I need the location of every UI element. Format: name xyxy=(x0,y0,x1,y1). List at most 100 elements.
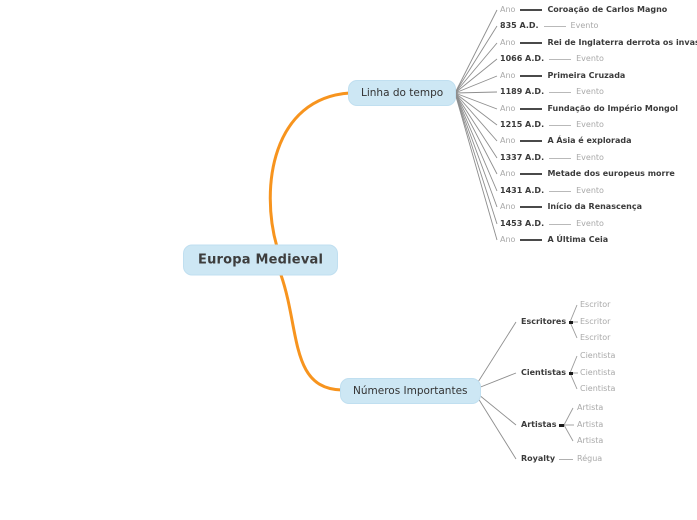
category-artistas[interactable]: Artistas xyxy=(517,420,564,430)
fan-line xyxy=(454,92,498,175)
leader-line xyxy=(549,157,572,159)
timeline-row[interactable]: Ano Rei de Inglaterra derrota os invasore… xyxy=(500,38,697,48)
leaf-node[interactable]: Escritor xyxy=(580,333,611,342)
stub-line xyxy=(559,423,564,427)
timeline-row[interactable]: 1431 A.D. Evento xyxy=(500,186,604,196)
timeline-row-label: Ano xyxy=(500,169,516,178)
fan-line xyxy=(454,75,498,94)
timeline-row[interactable]: Ano A Última Ceia xyxy=(500,235,608,245)
leaf-node[interactable]: Cientista xyxy=(580,384,616,393)
category-cientistas[interactable]: Cientistas xyxy=(517,368,574,378)
timeline-row-label: Ano xyxy=(500,235,516,244)
timeline-row-value: A Última Ceia xyxy=(547,235,609,244)
timeline-row-value: Evento xyxy=(576,120,604,129)
leaf-node[interactable]: Escritor xyxy=(580,317,611,326)
leader-line xyxy=(520,239,543,241)
fan-line xyxy=(454,91,498,94)
fan-line xyxy=(454,92,498,142)
leader-line xyxy=(520,173,543,175)
leaf-node[interactable]: Cientista xyxy=(580,368,616,377)
timeline-row-value: Coroação de Carlos Magno xyxy=(547,5,668,14)
timeline-row[interactable]: 1189 A.D. Evento xyxy=(500,87,604,97)
timeline-row-label: 1453 A.D. xyxy=(500,219,545,228)
branch-node-numeros-importantes[interactable]: Números Importantes xyxy=(340,378,481,404)
timeline-row-label: Ano xyxy=(500,38,516,47)
timeline-row-value: Evento xyxy=(576,186,604,195)
branch-curve-timeline xyxy=(268,91,352,249)
fan-line xyxy=(454,9,498,94)
fan-line xyxy=(454,92,498,159)
fan-line xyxy=(454,92,498,126)
timeline-row-label: Ano xyxy=(500,136,516,145)
fan-line xyxy=(569,372,578,390)
category-label: Royalty xyxy=(521,454,556,463)
stub-line xyxy=(569,320,574,324)
timeline-row-value: Evento xyxy=(576,87,604,96)
stub-line xyxy=(569,371,574,375)
timeline-row-value: Evento xyxy=(576,153,604,162)
leader-line xyxy=(520,108,543,110)
timeline-row[interactable]: Ano A Ásia é explorada xyxy=(500,136,632,146)
leaf-node[interactable]: Artista xyxy=(577,403,604,412)
leader-line xyxy=(520,140,543,142)
timeline-row-value: Primeira Cruzada xyxy=(547,71,626,80)
leaf-node[interactable]: Régua xyxy=(577,454,603,463)
timeline-row-value: Início da Renascença xyxy=(547,202,642,211)
leaf-node[interactable]: Cientista xyxy=(580,351,616,360)
fan-line xyxy=(454,92,498,192)
timeline-row[interactable]: Ano Coroação de Carlos Magno xyxy=(500,5,667,15)
category-label: Artistas xyxy=(521,420,557,429)
timeline-row-label: Ano xyxy=(500,202,516,211)
timeline-row[interactable]: 1066 A.D.Evento xyxy=(500,54,604,64)
category-royalty[interactable]: Royalty xyxy=(517,454,573,464)
timeline-row[interactable]: Ano Metade dos europeus morre xyxy=(500,169,675,179)
timeline-row[interactable]: 1337 A.D. Evento xyxy=(500,153,604,163)
leader-line xyxy=(520,42,543,44)
leader-line xyxy=(549,223,572,225)
fan-line xyxy=(454,42,498,94)
timeline-row[interactable]: 1453 A.D. Evento xyxy=(500,219,604,229)
leader-line xyxy=(520,75,543,77)
timeline-row-value: Evento xyxy=(576,54,604,63)
timeline-row-label: Ano xyxy=(500,71,516,80)
leader-line xyxy=(549,124,572,126)
timeline-row-label: 1337 A.D. xyxy=(500,153,545,162)
timeline-row-value: Rei de Inglaterra derrota os invasores xyxy=(547,38,697,47)
fan-line xyxy=(454,92,498,208)
fan-line xyxy=(454,58,498,94)
timeline-row-label: 1189 A.D. xyxy=(500,87,545,96)
leader-line xyxy=(520,206,543,208)
timeline-row[interactable]: Ano Primeira Cruzada xyxy=(500,71,625,81)
fan-line xyxy=(454,92,498,241)
root-node-europa-medieval[interactable]: Europa Medieval xyxy=(183,244,339,276)
timeline-row-label: Ano xyxy=(500,5,516,14)
timeline-row[interactable]: 1215 A.D. Evento xyxy=(500,120,604,130)
leader-line xyxy=(549,190,572,192)
timeline-row-label: 1215 A.D. xyxy=(500,120,545,129)
timeline-row[interactable]: Ano Início da Renascença xyxy=(500,202,642,212)
fan-line xyxy=(563,407,574,426)
timeline-row-value: Metade dos europeus morre xyxy=(547,169,675,178)
leaf-node[interactable]: Escritor xyxy=(580,300,611,309)
timeline-row-label: 1431 A.D. xyxy=(500,186,545,195)
branch-curve-numbers xyxy=(279,273,344,392)
fan-line xyxy=(472,389,517,460)
timeline-row-value: Evento xyxy=(570,21,599,30)
timeline-row[interactable]: 835 A.D.Evento xyxy=(500,21,598,31)
timeline-row-value: Evento xyxy=(576,219,604,228)
category-escritores[interactable]: Escritores xyxy=(517,317,574,327)
fan-line xyxy=(569,304,578,323)
leader-line xyxy=(559,458,573,460)
leaf-node[interactable]: Artista xyxy=(577,436,604,445)
fan-line xyxy=(563,424,574,442)
timeline-row-value: A Ásia é explorada xyxy=(547,136,632,145)
fan-line xyxy=(472,321,517,391)
timeline-row-label: Ano xyxy=(500,104,516,113)
fan-line xyxy=(454,25,498,94)
leaf-node[interactable]: Artista xyxy=(577,420,604,429)
branch-node-linha-do-tempo[interactable]: Linha do tempo xyxy=(348,80,457,106)
leader-line xyxy=(543,25,566,27)
